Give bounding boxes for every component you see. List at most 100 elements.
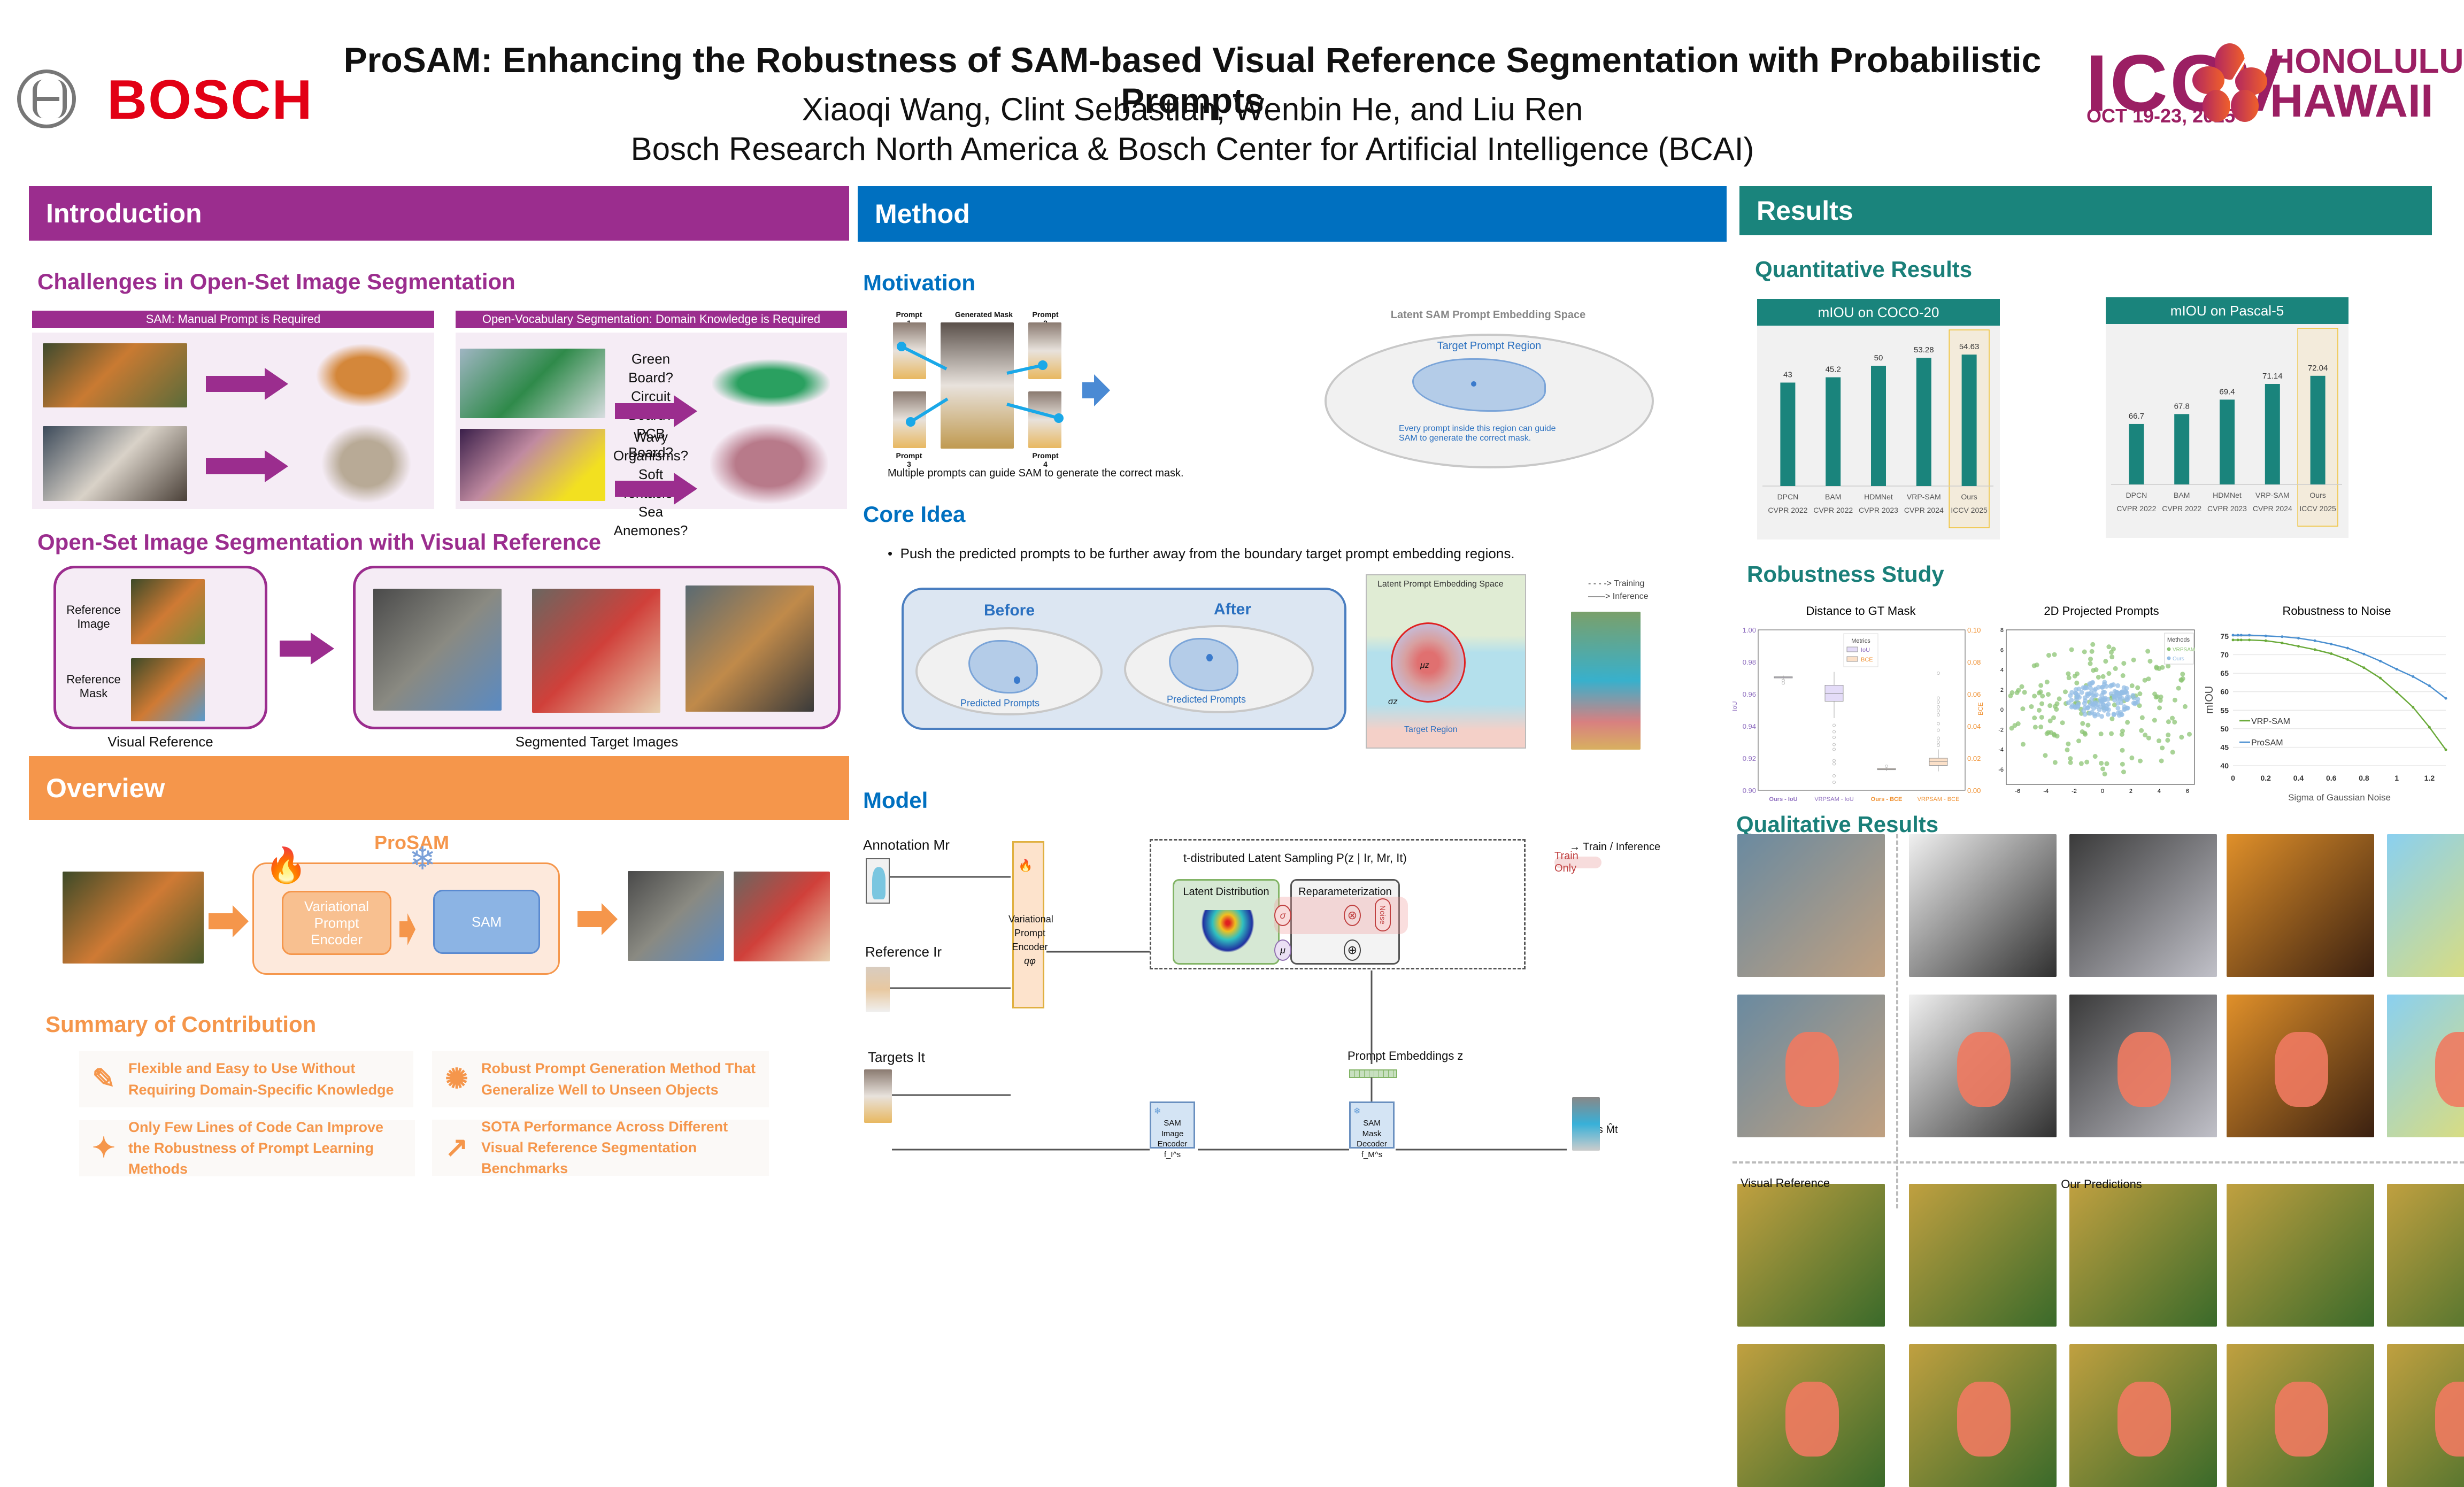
plot-frame: [1758, 629, 1966, 791]
y-tick-label: -2: [1998, 727, 2004, 733]
legend-training: - - - -> Training: [1588, 579, 1645, 588]
pascal-chart-title: mIOU on Pascal-5: [2106, 297, 2348, 324]
scatter-point: [2052, 760, 2058, 765]
poster-title: ProSAM: Enhancing the Robustness of SAM-…: [343, 40, 2042, 120]
challenges-title: Challenges in Open-Set Image Segmentatio…: [37, 269, 515, 294]
before-ellipse: Predicted Prompts: [915, 627, 1103, 715]
data-point: [2395, 668, 2398, 671]
x-tick-label: 0.8: [2359, 774, 2369, 782]
qual-divider-vertical: [1896, 834, 1898, 1208]
y-tick-label: 55: [2220, 706, 2229, 714]
scatter-point: [2063, 689, 2068, 695]
legend-item: VRPSAM: [2173, 647, 2195, 653]
scatter-point: [2038, 689, 2043, 695]
scatter-point: [2156, 738, 2161, 743]
tick-label: CVPR 2022: [1768, 506, 1807, 514]
legend-item: ProSAM: [2251, 738, 2283, 748]
after-prompt-dot: [1206, 654, 1213, 661]
prompt-embeddings-label: Prompt Embeddings z: [1348, 1049, 1464, 1062]
predicted-mask-overlay: [1785, 1382, 1839, 1457]
scatter-point: [2153, 695, 2159, 700]
introduction-header: Introduction: [29, 186, 849, 241]
scatter-point: [2082, 649, 2087, 654]
scatter-point: [2044, 679, 2050, 684]
gaussian-surface-plot: [1201, 910, 1254, 953]
outlier: [1782, 681, 1785, 685]
outlier: [1937, 728, 1940, 732]
scatter-point: [2060, 720, 2065, 726]
data-label: 50: [1874, 353, 1883, 363]
data-point: [2231, 638, 2235, 642]
scatter-point: [2089, 697, 2095, 702]
chart-title: 2D Projected Prompts: [2044, 604, 2159, 618]
scatter-point: [2137, 691, 2143, 697]
scatter-point: [2102, 772, 2107, 777]
tick-label: CVPR 2023: [2207, 504, 2247, 513]
outlier: [1937, 722, 1940, 726]
robustness-title: Robustness Study: [1747, 561, 1944, 587]
scatter-point: [2083, 731, 2088, 737]
data-label: 66.7: [2129, 412, 2144, 421]
scatter-point: [2093, 692, 2099, 697]
series-line: [2233, 639, 2447, 751]
before-after-panel: Before After Predicted Prompts Predicted…: [902, 588, 1346, 730]
sigma-circle: [1391, 622, 1466, 703]
scatter-point: [2115, 683, 2121, 688]
scatter-point: [2068, 756, 2073, 761]
predicted-mask-overlay: [1785, 1032, 1839, 1107]
corgi-prompt-image: [43, 343, 187, 407]
outlier: [1832, 736, 1836, 739]
data-point: [2248, 638, 2251, 642]
contribution-item: ✺Robust Prompt Generation Method That Ge…: [432, 1051, 769, 1107]
motivation-figure: Prompt 1 Generated Mask Prompt 2 Prompt …: [856, 299, 1337, 503]
x-tick-label: Ours - IoU: [1769, 796, 1797, 803]
scatter-point: [2135, 699, 2140, 705]
scatter-point: [2106, 644, 2112, 650]
scatter-point: [2089, 649, 2095, 654]
data-point: [2313, 648, 2316, 651]
predicted-mask-overlay: [2275, 1382, 2328, 1457]
y-tick-right: 0.08: [1967, 658, 1981, 666]
scatter-point: [2095, 712, 2100, 717]
data-point: [2236, 638, 2239, 642]
data-point: [2412, 675, 2415, 678]
prompt-dot: [1471, 381, 1476, 387]
qual-input-image: [1737, 834, 1885, 977]
data-point: [2346, 658, 2349, 661]
scatter-point: [2040, 694, 2045, 699]
outlier: [1937, 741, 1940, 744]
x-tick-label: VRPSAM - IoU: [1814, 796, 1853, 803]
results-header: Results: [1739, 186, 2432, 235]
latent-space-label: Latent Prompt Embedding Space: [1377, 580, 1504, 589]
data-point: [2239, 638, 2243, 642]
target-image-dog-glasses: [532, 589, 660, 713]
data-point: [2362, 666, 2366, 669]
scatter-point: [2100, 674, 2106, 679]
snowflake-icon: ❄: [1154, 1107, 1161, 1116]
sam-example-panel: [32, 333, 434, 509]
scatter-point: [2038, 725, 2044, 730]
output-masks-image: [1572, 1097, 1600, 1151]
bosch-logo: BOSCH: [107, 69, 313, 131]
scatter-point: [2180, 672, 2185, 677]
scatter-point: [2130, 693, 2136, 698]
overview-header: Overview: [29, 756, 849, 820]
after-predicted-label: Predicted Prompts: [1167, 694, 1246, 705]
target-image-dog-couch: [373, 589, 502, 711]
predicted-mask-overlay: [2435, 1382, 2464, 1457]
before-label: Before: [984, 602, 1035, 619]
scatter-point: [2121, 769, 2126, 775]
visual-reference-caption: Visual Reference: [107, 734, 213, 750]
legend-item: VRP-SAM: [2251, 717, 2290, 726]
outlier: [1937, 709, 1940, 713]
affiliation: Bosch Research North America & Bosch Cen…: [630, 131, 1754, 167]
x-tick-label: 6: [2186, 788, 2189, 795]
contribution-item: ✦Only Few Lines of Code Can Improve the …: [79, 1119, 415, 1177]
tick-label: Ours: [1961, 492, 1977, 501]
reparameterization-label: Reparameterization: [1298, 886, 1392, 898]
scatter-point: [2158, 694, 2163, 699]
virus-icon: ✺: [445, 1063, 468, 1095]
scatter-point: [2111, 712, 2116, 718]
predicted-mask-overlay: [2275, 1032, 2328, 1107]
